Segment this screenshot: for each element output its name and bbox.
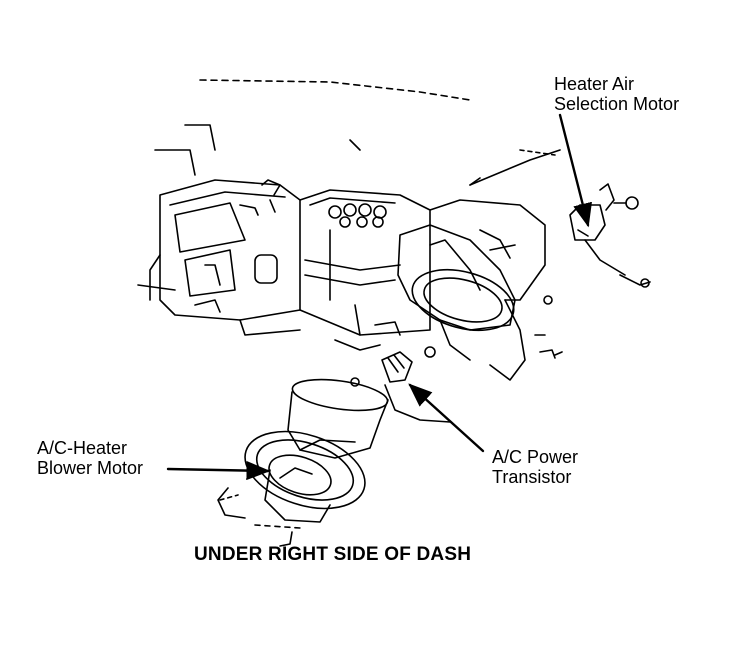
- heater-unit-housing: [137, 179, 301, 336]
- label-ac-power-transistor: A/C Power Transistor: [492, 447, 578, 487]
- leader-blower-motor: [166, 460, 271, 481]
- diagram-caption: UNDER RIGHT SIDE OF DASH: [194, 544, 472, 565]
- label-heater-air-selection-motor: Heater Air Selection Motor: [554, 74, 679, 114]
- label-line: Transistor: [492, 467, 572, 487]
- dash-outline: [199, 79, 471, 101]
- evaporator-housing: [299, 189, 431, 351]
- leader-power-transistor: [408, 383, 485, 453]
- label-line: Blower Motor: [37, 458, 144, 478]
- label-line: Heater Air: [554, 74, 635, 94]
- blower-housing: [397, 199, 563, 381]
- label-ac-heater-blower-motor: A/C-Heater Blower Motor: [37, 438, 143, 478]
- label-line: A/C-Heater: [37, 438, 128, 458]
- label-line: Selection Motor: [554, 94, 680, 114]
- label-line: A/C Power: [492, 447, 579, 467]
- blower-motor-assembly: [217, 378, 389, 547]
- leader-selection-motor: [558, 113, 592, 228]
